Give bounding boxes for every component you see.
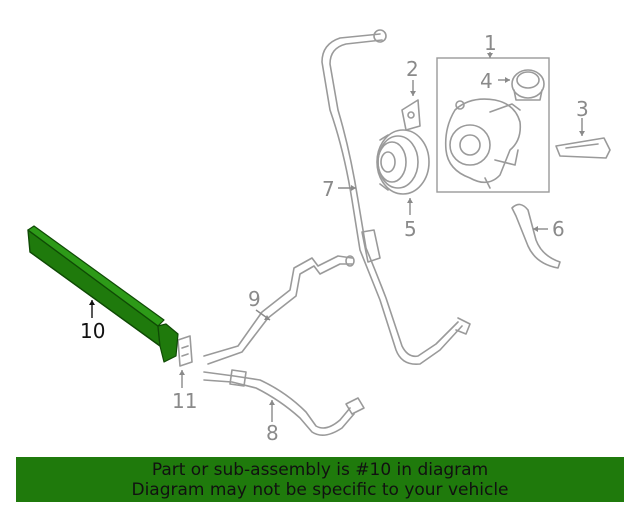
banner-line-2: Diagram may not be specific to your vehi…	[131, 480, 509, 500]
callout-5[interactable]: 5	[404, 217, 417, 241]
callout-6[interactable]: 6	[552, 217, 565, 241]
clip[interactable]	[177, 335, 193, 367]
reservoir-cap[interactable]	[511, 69, 545, 101]
pulley[interactable]	[376, 129, 430, 195]
pump-assembly-box	[436, 57, 550, 193]
callout-1[interactable]: 1	[484, 31, 497, 55]
banner-line-1: Part or sub-assembly is #10 in diagram	[151, 460, 489, 480]
callout-11[interactable]: 11	[172, 389, 197, 413]
callout-8[interactable]: 8	[266, 421, 279, 445]
callout-3[interactable]: 3	[576, 97, 589, 121]
callout-2[interactable]: 2	[406, 57, 419, 81]
gasket-plate[interactable]	[401, 99, 421, 131]
callout-9[interactable]: 9	[248, 287, 261, 311]
pressure-line[interactable]	[321, 29, 471, 366]
bracket[interactable]	[555, 137, 611, 159]
callout-4[interactable]: 4	[480, 69, 493, 93]
power-steering-cooler[interactable]	[27, 225, 179, 363]
return-line[interactable]	[203, 255, 355, 365]
callout-10[interactable]: 10	[80, 319, 105, 343]
small-hose[interactable]	[511, 203, 561, 269]
callout-7[interactable]: 7	[322, 177, 335, 201]
lower-hose[interactable]	[203, 369, 365, 436]
info-banner: Part or sub-assembly is #10 in diagram D…	[16, 457, 624, 502]
power-steering-pump[interactable]	[444, 98, 522, 189]
